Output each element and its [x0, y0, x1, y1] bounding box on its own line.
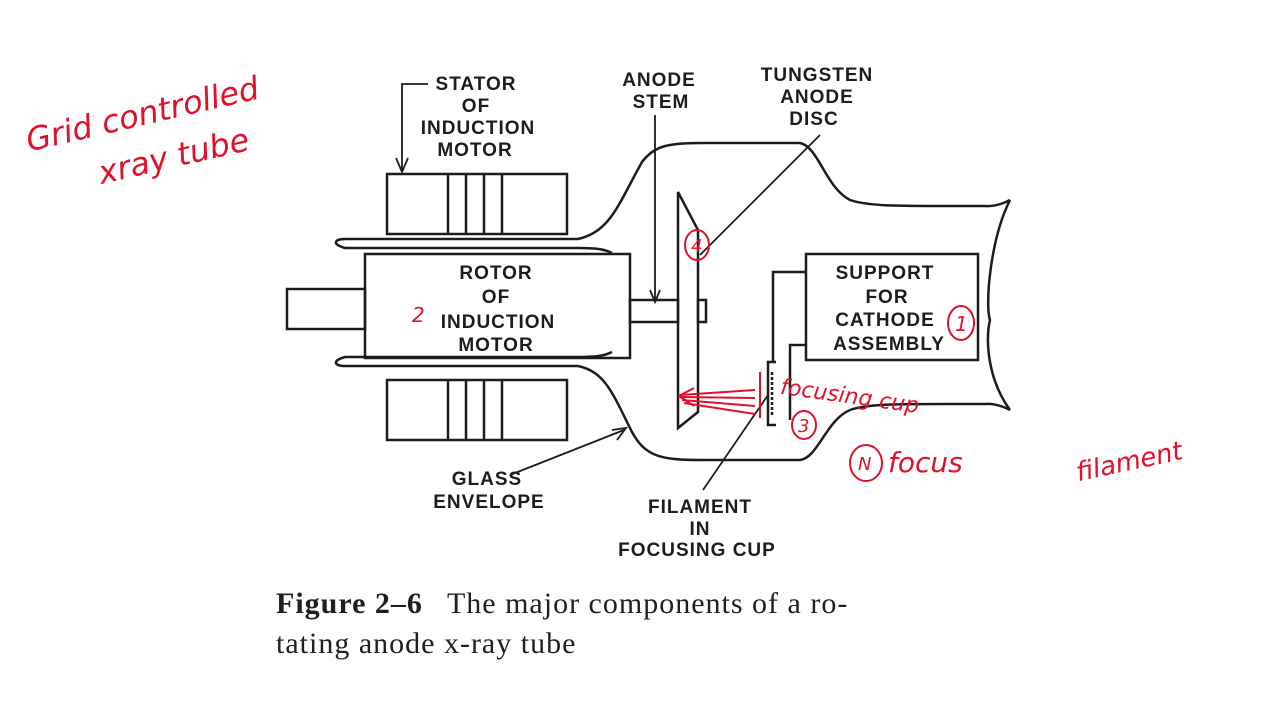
stator-upper — [385, 172, 569, 236]
label-anode-stem: ANODE STEM — [622, 70, 696, 113]
label-stator-line1: STATOR — [436, 74, 517, 95]
label-stator-line2: OF — [462, 96, 490, 117]
figure-number: Figure 2–6 — [276, 587, 423, 620]
annotation-marker-2: 2 — [412, 303, 425, 327]
label-cathode-support: SUPPORT FOR CATHODE ASSEMBLY — [833, 263, 945, 355]
label-tungsten-line1: TUNGSTEN — [761, 65, 874, 86]
annotation-focus: N focus — [849, 444, 963, 482]
caption-text-line1: The major components of a ro- — [446, 587, 849, 620]
anode-disc — [676, 191, 708, 431]
label-filament-line1: FILAMENT — [648, 497, 752, 518]
label-rotor-line3: INDUCTION — [441, 312, 556, 333]
glass-envelope-outline — [334, 141, 1012, 462]
label-stator-line4: MOTOR — [437, 140, 512, 161]
label-glass-line2: ENVELOPE — [433, 492, 544, 513]
annotation-marker-3-text: 3 — [798, 416, 809, 437]
cathode-support — [771, 252, 980, 420]
label-rotor-line2: OF — [482, 287, 510, 308]
label-tungsten-line3: DISC — [789, 109, 838, 130]
label-glass-line1: GLASS — [452, 469, 522, 490]
annotation-focus-text: focus — [888, 446, 963, 479]
label-stator-line3: INDUCTION — [421, 118, 536, 139]
label-tungsten-disc: TUNGSTEN ANODE DISC — [761, 65, 874, 130]
label-rotor-line4: MOTOR — [458, 335, 533, 356]
annotation-marker-3: 3 — [791, 410, 817, 440]
label-support-line1: SUPPORT — [836, 263, 935, 284]
annotation-filament: filament — [1073, 436, 1186, 488]
label-support-line4: ASSEMBLY — [833, 334, 945, 355]
annotation-electron-arrows — [677, 372, 761, 418]
label-glass-envelope: GLASS ENVELOPE — [433, 469, 544, 513]
label-stator: STATOR OF INDUCTION MOTOR — [421, 74, 536, 161]
annotation-title: Grid controlled xray tube — [22, 69, 263, 193]
label-rotor-line1: ROTOR — [459, 263, 532, 284]
stator-lower — [385, 378, 569, 442]
caption-line1: Figure 2–6 The major components of a ro- — [276, 584, 1036, 624]
label-rotor: ROTOR OF INDUCTION MOTOR — [441, 263, 556, 356]
focusing-cup — [766, 360, 776, 427]
annotation-marker-1: 1 — [947, 305, 975, 341]
label-support-line3: CATHODE — [835, 310, 935, 331]
annotation-marker-2-text: 2 — [412, 303, 425, 327]
label-filament: FILAMENT IN FOCUSING CUP — [618, 497, 776, 561]
label-filament-line3: FOCUSING CUP — [618, 540, 776, 561]
annotation-marker-4: 4 — [684, 229, 710, 261]
annotation-marker-n-text: N — [858, 454, 871, 475]
label-filament-line2: IN — [690, 519, 711, 540]
label-tungsten-line2: ANODE — [780, 87, 854, 108]
annotation-marker-4-text: 4 — [691, 236, 702, 257]
annotation-filament-text: filament — [1073, 436, 1186, 488]
leader-lines — [395, 83, 821, 491]
label-anode-stem-line1: ANODE — [622, 70, 696, 91]
annotation-marker-1-text: 1 — [955, 312, 968, 336]
label-support-line2: FOR — [865, 287, 908, 308]
label-anode-stem-line2: STEM — [633, 92, 690, 113]
caption-text-line2: tating anode x-ray tube — [276, 627, 577, 660]
